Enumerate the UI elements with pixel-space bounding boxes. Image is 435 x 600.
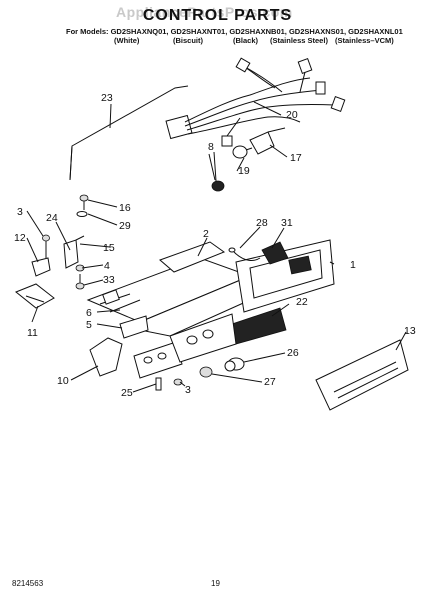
color-stainless-vcm: (Stainless–VCM)	[335, 36, 394, 45]
color-white: (White)	[114, 36, 140, 45]
callout-11: 11	[27, 327, 38, 339]
callout-20: 20	[286, 109, 298, 121]
callout-2: 2	[203, 228, 209, 240]
callout-15: 15	[103, 242, 115, 254]
callout-17: 17	[290, 152, 302, 164]
callout-6: 6	[86, 307, 92, 319]
part-8-grommet	[211, 151, 225, 192]
part-11-actuator	[15, 283, 55, 309]
part-29-washer	[76, 211, 88, 217]
callout-27: 27	[264, 376, 276, 388]
color-black: (Black)	[233, 36, 259, 45]
part-33-screw	[75, 274, 85, 290]
part-22-control-board	[231, 307, 287, 345]
callout-8: 8	[208, 141, 214, 153]
callout-25: 25	[121, 387, 133, 399]
part-5-switch	[119, 315, 149, 339]
part-1-frame	[235, 239, 335, 313]
color-biscuit: (Biscuit)	[173, 36, 203, 45]
callout-26: 26	[287, 347, 299, 359]
callout-4: 4	[104, 260, 110, 272]
part-20-wire-harness	[165, 57, 346, 147]
part-3-screw	[42, 234, 50, 242]
part-6-housing	[86, 257, 252, 337]
part-17-lamp-socket	[249, 127, 286, 155]
page-title: CONTROL PARTS	[142, 7, 293, 24]
part-26-knob	[224, 357, 245, 372]
part-10-paddle	[89, 337, 123, 377]
callout-19: 19	[238, 165, 250, 177]
callout-10: 10	[57, 375, 69, 387]
part-15-bracket	[63, 235, 85, 269]
callout-16: 16	[119, 202, 131, 214]
callout-31: 31	[281, 217, 293, 229]
part-27-screw	[199, 366, 213, 378]
part-25-screw	[155, 377, 162, 391]
callout-23: 23	[101, 92, 113, 104]
callout-13: 13	[404, 325, 416, 337]
part-16-screw	[79, 194, 89, 210]
part-19-bulb	[232, 145, 253, 159]
control-panel-insert	[133, 341, 183, 379]
callout-22: 22	[296, 296, 308, 308]
callout-3-bottom: 3	[185, 384, 191, 396]
part-13-front-panel	[315, 339, 409, 411]
callout-labels: 23 20 8 17 19 16 3 24 29 28 31 2 12 15 4…	[14, 92, 416, 399]
leader-lines	[26, 101, 407, 393]
callout-33: 33	[103, 274, 115, 286]
callout-5: 5	[86, 319, 92, 331]
part-12-bracket	[31, 241, 51, 277]
doc-number: 8214563	[12, 579, 44, 588]
callout-29: 29	[119, 220, 131, 232]
callout-3-top: 3	[17, 206, 23, 218]
models-line: For Models: GD2SHAXNQ01, GD2SHAXNT01, GD…	[66, 27, 403, 36]
watermark: AppliancePartsPros.com	[116, 4, 293, 20]
housing-bottom	[169, 313, 237, 363]
color-stainless-steel: (Stainless Steel)	[270, 36, 328, 45]
part-23-rod	[69, 85, 189, 181]
callout-24: 24	[46, 212, 58, 224]
callout-28: 28	[256, 217, 268, 229]
part-28-sensor	[228, 247, 261, 261]
page-number: 19	[211, 579, 220, 588]
callout-1: 1	[350, 259, 356, 271]
part-2-cover	[159, 241, 226, 273]
part-3b-screw	[173, 378, 183, 386]
callout-12: 12	[14, 232, 26, 244]
